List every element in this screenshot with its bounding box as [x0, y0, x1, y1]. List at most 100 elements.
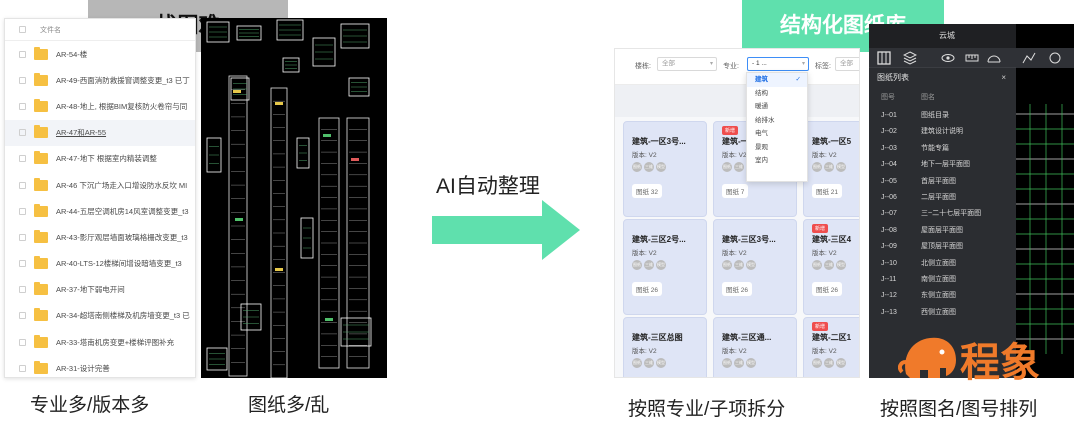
chip-icon[interactable]: 图纸 [722, 358, 732, 368]
row-checkbox[interactable] [19, 260, 26, 268]
chip-icon[interactable]: 三维 [734, 358, 744, 368]
polyline-icon[interactable] [1022, 51, 1036, 65]
arc-icon[interactable] [987, 51, 1001, 65]
file-row[interactable]: AR-47-地下 根据室内精装调整 [5, 146, 195, 172]
folder-icon [34, 125, 48, 139]
row-checkbox[interactable] [19, 338, 26, 346]
row-checkbox[interactable] [19, 102, 26, 110]
row-checkbox[interactable] [19, 364, 26, 372]
chip-icon[interactable]: 模型 [836, 358, 846, 368]
chip-icon[interactable]: 三维 [734, 162, 744, 172]
dropdown-option[interactable]: 结构 [747, 87, 807, 101]
row-checkbox[interactable] [19, 286, 26, 294]
chip-icon[interactable]: 模型 [656, 162, 666, 172]
chip-icon[interactable]: 三维 [734, 260, 744, 270]
chip-icon[interactable]: 图纸 [632, 260, 642, 270]
file-row[interactable]: AR-47和AR-55 [5, 119, 195, 146]
layers-icon[interactable] [903, 51, 917, 65]
dropdown-option-label: 景观 [755, 143, 768, 151]
chip-icon[interactable]: 模型 [836, 162, 846, 172]
file-row[interactable]: AR-31-设计完善 [5, 355, 195, 377]
chip-icon[interactable]: 三维 [824, 162, 834, 172]
file-row[interactable]: AR-34-超塔南侧楼梯及机房墙变更_t3 已 [5, 303, 195, 329]
row-checkbox[interactable] [19, 233, 26, 241]
chip-icon[interactable]: 图纸 [812, 260, 822, 270]
chip-icon[interactable]: 三维 [644, 162, 654, 172]
file-row[interactable]: AR-48-地上, 根据BIM复核防火卷帘与同 [5, 93, 195, 119]
chip-icon[interactable]: 模型 [656, 260, 666, 270]
dropdown-option-label: 结构 [755, 89, 768, 97]
select-all-checkbox[interactable] [19, 26, 26, 33]
file-row[interactable]: AR-49-西面消防救援窗调整变更_t3 已丁 [5, 67, 195, 93]
eye-icon[interactable] [941, 51, 955, 65]
chip-icon[interactable]: 图纸 [632, 358, 642, 368]
row-checkbox[interactable] [19, 76, 26, 84]
chip-icon[interactable]: 图纸 [632, 162, 642, 172]
row-checkbox[interactable] [19, 129, 26, 137]
chip-icon[interactable]: 模型 [656, 358, 666, 368]
dropdown-option[interactable]: 暖通 [747, 100, 807, 114]
dropdown-option[interactable]: 电气 [747, 127, 807, 141]
dropdown-option[interactable]: 建筑✓ [747, 73, 807, 87]
caption-files: 专业多/版本多 [30, 395, 150, 416]
discipline-filter-select[interactable]: - 1 ... ▾ [747, 57, 809, 71]
caption-list: 按照图名/图号排列 [880, 399, 1038, 420]
chip-icon[interactable]: 模型 [746, 260, 756, 270]
chip-icon[interactable]: 三维 [644, 358, 654, 368]
file-row[interactable]: AR-43-影厅观层墙面玻璃格栅改变更_t3 [5, 224, 195, 250]
file-row[interactable]: AR-37-地下弱电开间 [5, 277, 195, 303]
discipline-dropdown[interactable]: 建筑✓ 结构暖通给排水电气景观室内 [746, 72, 808, 182]
file-row[interactable]: AR-54-楼 [5, 41, 195, 67]
chip-icon[interactable]: 图纸 [722, 162, 732, 172]
card-chips: 图纸三维模型 [812, 162, 846, 172]
file-row[interactable]: AR-40-LTS-12楼梯间增设暗墙变更_t3 [5, 251, 195, 277]
row-checkbox[interactable] [19, 207, 26, 215]
file-row[interactable]: AR-33-塔南机房变更+楼梯评图补充 [5, 329, 195, 355]
row-checkbox[interactable] [19, 50, 26, 58]
grid-view-icon[interactable] [877, 51, 891, 65]
circle-tool-icon[interactable] [1048, 51, 1062, 65]
row-checkbox[interactable] [19, 181, 26, 189]
dropdown-option[interactable]: 给排水 [747, 114, 807, 128]
chip-icon[interactable]: 模型 [836, 260, 846, 270]
chip-icon[interactable]: 三维 [824, 358, 834, 368]
row-checkbox[interactable] [19, 155, 26, 163]
chip-icon[interactable]: 图纸 [812, 358, 822, 368]
chip-icon[interactable]: 模型 [746, 358, 756, 368]
dropdown-option[interactable]: 室内 [747, 154, 807, 168]
tag-filter-select[interactable]: 全部 [835, 57, 859, 71]
card-version: 版本: V2 [722, 250, 747, 257]
chip-icon[interactable]: 图纸 [722, 260, 732, 270]
row-checkbox[interactable] [19, 312, 26, 320]
dropdown-option[interactable]: 景观 [747, 141, 807, 155]
measure-icon[interactable] [965, 51, 979, 65]
chip-icon[interactable]: 三维 [644, 260, 654, 270]
close-icon[interactable]: × [1001, 73, 1006, 82]
chip-icon[interactable]: 图纸 [812, 162, 822, 172]
chip-icon[interactable]: 三维 [824, 260, 834, 270]
file-row[interactable]: AR-44-五层空调机房14风室调整变更_t3 [5, 198, 195, 224]
file-row[interactable]: AR-46 下沉广场走入口增设防水反坎 MI [5, 172, 195, 198]
building-filter-select[interactable]: 全部 ▾ [657, 57, 717, 71]
